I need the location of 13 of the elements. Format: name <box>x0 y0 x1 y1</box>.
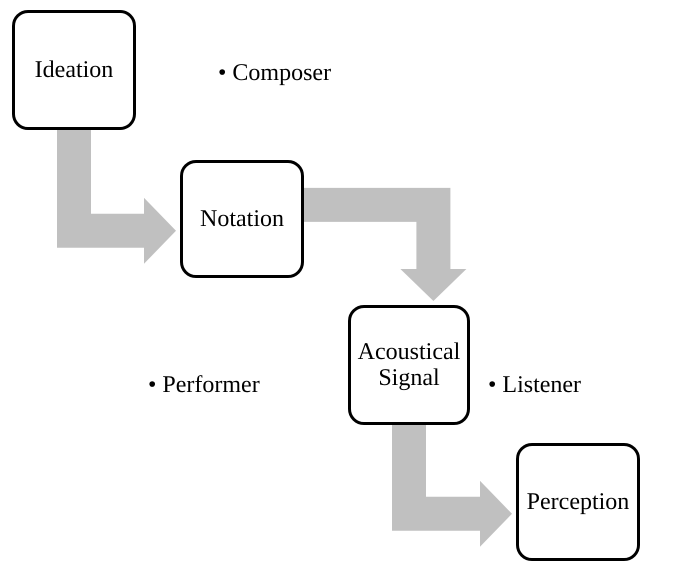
bullet-text: • Composer <box>218 60 332 87</box>
bent-arrow <box>392 425 512 547</box>
bullet-text: • Performer <box>148 372 260 399</box>
process-box <box>348 305 470 425</box>
step-label: Ideation <box>34 56 114 84</box>
process-box <box>516 443 640 561</box>
step-label: Notation <box>199 206 285 232</box>
bent-arrow <box>304 188 466 301</box>
process-box <box>12 10 136 130</box>
process-box <box>180 160 304 278</box>
bullet-text: • Listener <box>488 372 582 399</box>
step-label: Acoustical Signal <box>356 338 462 392</box>
step-label: Perception <box>526 488 630 516</box>
